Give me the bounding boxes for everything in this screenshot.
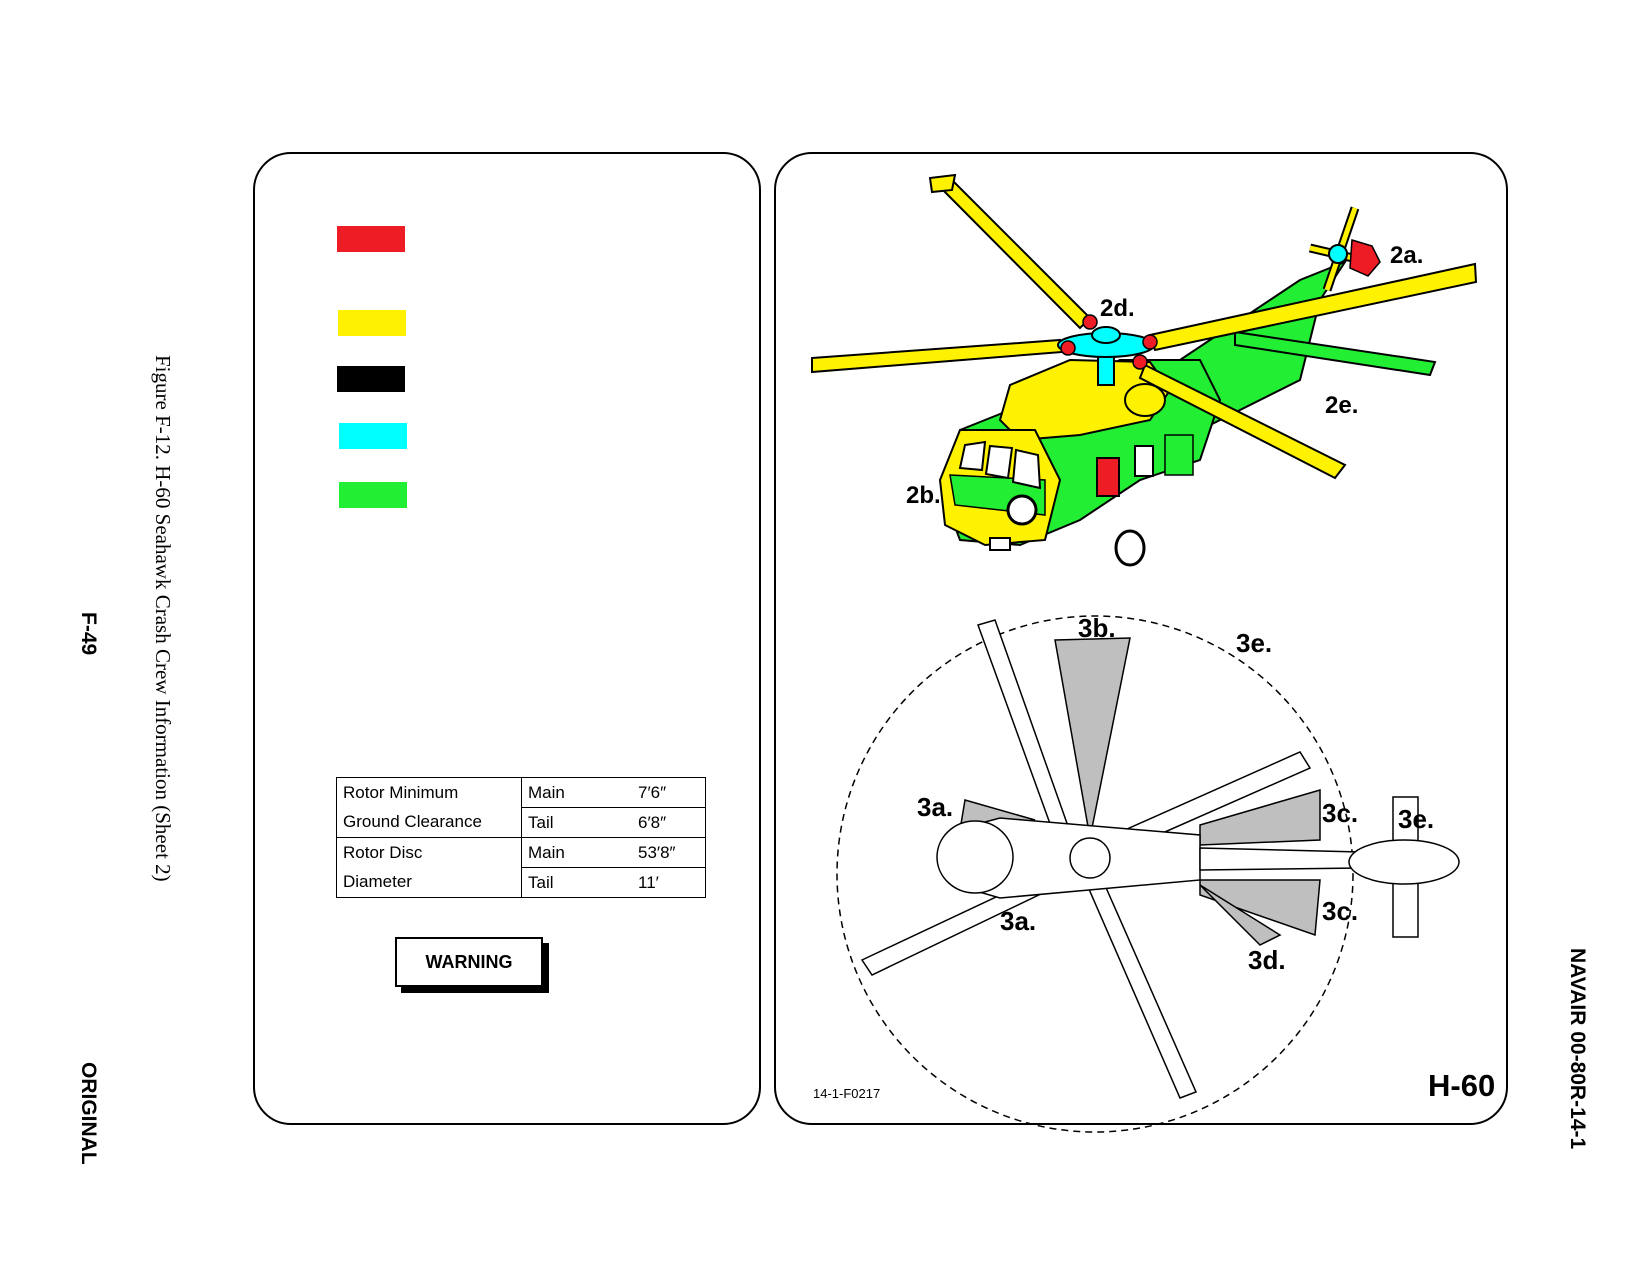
rotor-spec-table: Rotor Minimum Main 7′6″ Ground Clearance… [336,777,706,898]
legend-swatch-yellow [338,310,406,336]
spec-value: 7′6″ [632,777,706,808]
callout-2d: 2d. [1100,295,1135,322]
callout-3d: 3d. [1248,945,1286,975]
warning-label: WARNING [395,937,543,987]
spec-value: 53′8″ [632,837,706,868]
spec-rotor: Main [521,777,632,808]
spec-label: Rotor Minimum [336,777,522,808]
callout-2b: 2b. [906,482,941,509]
spec-label: Diameter [336,867,522,898]
figure-id: 14-1-F0217 [813,1086,881,1101]
table-row: Rotor Minimum Main 7′6″ [336,777,706,808]
spec-label: Rotor Disc [336,837,522,868]
table-row: Diameter Tail 11′ [336,867,706,898]
callout-3a-bottom: 3a. [1000,906,1037,936]
table-row: Ground Clearance Tail 6′8″ [336,807,706,838]
callout-2a: 2a. [1390,242,1424,269]
aircraft-designation: H-60 [1428,1068,1496,1103]
callout-3a-top: 3a. [917,792,954,822]
legend-swatch-black [337,366,405,392]
table-row: Rotor Disc Main 53′8″ [336,837,706,868]
legend-swatch-green [339,482,407,508]
callout-3b: 3b. [1078,613,1116,643]
callout-3c-top: 3c. [1322,798,1359,828]
spec-rotor: Tail [521,807,632,838]
spec-value: 11′ [632,867,706,898]
legend-swatch-cyan [339,423,407,449]
spec-value: 6′8″ [632,807,706,838]
callout-3e-top: 3e. [1236,628,1273,658]
spec-label: Ground Clearance [336,807,522,838]
spec-rotor: Tail [521,867,632,898]
legend-swatch-red [337,226,405,252]
callout-3c-bottom: 3c. [1322,896,1359,926]
callout-3e-right: 3e. [1398,804,1435,834]
callout-2e: 2e. [1325,392,1359,419]
